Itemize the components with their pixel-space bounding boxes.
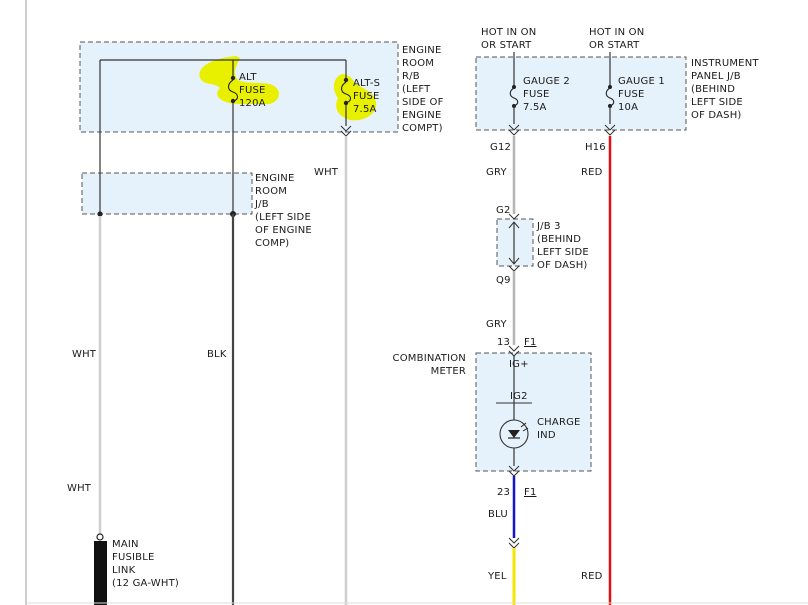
- blu-yel-connector-symbol: [508, 537, 520, 549]
- q9-connector-symbol: [508, 265, 520, 272]
- instrument-panel-jb-box: [475, 56, 687, 131]
- fusible-link-terminal: [96, 533, 104, 541]
- meter-ig2-label: IG2: [510, 391, 528, 402]
- alt-fuse-symbol: [227, 79, 239, 102]
- meter-pin-13-label: 13: [497, 337, 511, 348]
- alt-fuse-label: ALT FUSE 120A: [239, 72, 266, 109]
- wire-gry-upper-label: GRY: [486, 167, 507, 178]
- meter-ig-plus-label: IG+: [509, 359, 529, 370]
- wire-wht-left-lower-label: WHT: [67, 483, 92, 494]
- alts-fuse-symbol: [340, 81, 352, 104]
- highlight-mark-alts-fuse: [333, 74, 377, 121]
- jb3-arrow-top: [508, 221, 520, 229]
- alts-fuse-terminal-bottom: [343, 100, 349, 106]
- gauge2-fuse-label: GAUGE 2 FUSE 7.5A: [523, 76, 570, 113]
- charge-ind-label: CHARGE IND: [537, 417, 581, 441]
- gauge2-fuse-symbol: [509, 87, 519, 107]
- pin-g12-label: G12: [490, 142, 512, 153]
- wire-wht-right-label: WHT: [314, 167, 339, 178]
- gauge1-fuse-label: GAUGE 1 FUSE 10A: [618, 76, 665, 113]
- charge-indicator-diode: [508, 430, 520, 438]
- engine-room-jb-label: ENGINE ROOM J/B (LEFT SIDE OF ENGINE COM…: [255, 173, 312, 249]
- highlight-mark-alt-fuse: [199, 56, 279, 104]
- h16-connector-symbol: [604, 124, 616, 136]
- meter-conn-f1-bottom-label: F1: [524, 487, 537, 498]
- jb3-arrow-bottom: [508, 257, 520, 265]
- jb-splice-left: [97, 211, 103, 217]
- main-fusible-link: [94, 541, 107, 605]
- gauge2-terminal-top: [512, 85, 516, 89]
- jb3-box: [496, 218, 534, 267]
- charge-indicator-rays: [520, 422, 529, 432]
- pin-g2-label: G2: [496, 205, 511, 216]
- wire-red-upper-label: RED: [581, 167, 603, 178]
- wire-blk-label: BLK: [207, 349, 227, 360]
- pin-q9-label: Q9: [496, 275, 511, 286]
- main-fusible-link-label: MAIN FUSIBLE LINK (12 GA-WHT): [112, 539, 179, 589]
- g2-connector-symbol: [508, 213, 520, 220]
- combination-meter-box: [475, 352, 592, 472]
- alts-fuse-terminal-top: [343, 77, 349, 83]
- hot-in-label-gauge1: HOT IN ON OR START: [589, 27, 645, 51]
- wire-wht-left-upper-label: WHT: [72, 349, 97, 360]
- meter-conn-f1-top-label: F1: [524, 337, 537, 348]
- pin-h16-label: H16: [585, 142, 606, 153]
- instrument-panel-jb-label: INSTRUMENT PANEL J/B (BEHIND LEFT SIDE O…: [691, 58, 759, 121]
- meter-pin-23-label: 23: [497, 487, 511, 498]
- gauge1-fuse-symbol: [605, 87, 615, 107]
- gauge1-terminal-top: [608, 85, 612, 89]
- wire-blu-label: BLU: [488, 509, 508, 520]
- wire-red-lower-label: RED: [581, 571, 603, 582]
- wire-gry-lower-label: GRY: [486, 319, 507, 330]
- jb3-label: J/B 3 (BEHIND LEFT SIDE OF DASH): [537, 221, 589, 271]
- hot-in-label-gauge2: HOT IN ON OR START: [481, 27, 537, 51]
- g12-connector-symbol: [508, 124, 520, 136]
- alt-fuse-terminal-bottom: [230, 98, 236, 104]
- alts-fuse-label: ALT-S FUSE 7.5A: [353, 78, 381, 115]
- combination-meter-label: COMBINATION METER: [392, 353, 466, 377]
- engine-room-jb-box: [81, 172, 253, 215]
- alt-fuse-terminal-top: [230, 75, 236, 81]
- engine-room-rb-label: ENGINE ROOM R/B (LEFT SIDE OF ENGINE COM…: [402, 45, 444, 134]
- wire-yel-label: YEL: [488, 571, 507, 582]
